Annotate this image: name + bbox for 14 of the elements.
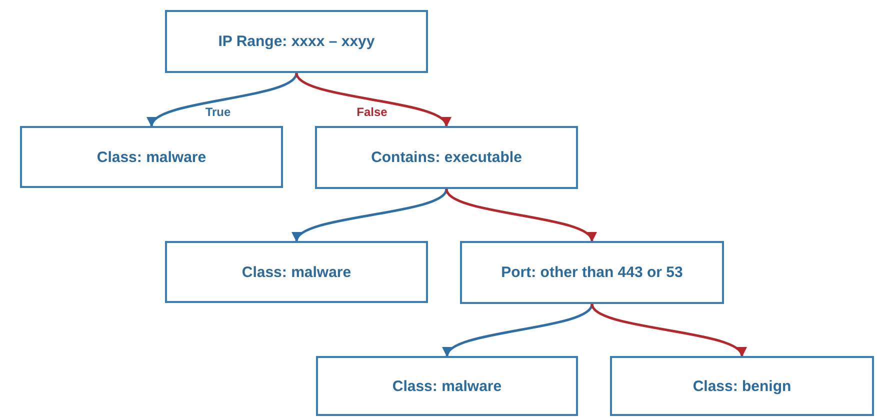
- decision-box: [165, 10, 428, 73]
- decision-box: [315, 126, 578, 189]
- decision-box: [165, 241, 428, 303]
- node-label: Contains: executable: [371, 149, 522, 166]
- node-label: Class: benign: [692, 378, 792, 394]
- node-label: Class: malware: [96, 148, 206, 166]
- node-label: Class: malware: [392, 378, 502, 394]
- decision-box: [460, 241, 724, 304]
- node-label: Port: other than 443 or 53: [501, 264, 683, 281]
- node-label: Class: malware: [242, 264, 352, 280]
- node-label: IP Range: xxxx – xxyy: [218, 33, 375, 50]
- decision-box: [316, 356, 578, 416]
- decision-box: [20, 126, 283, 188]
- decision-box: [610, 356, 874, 416]
